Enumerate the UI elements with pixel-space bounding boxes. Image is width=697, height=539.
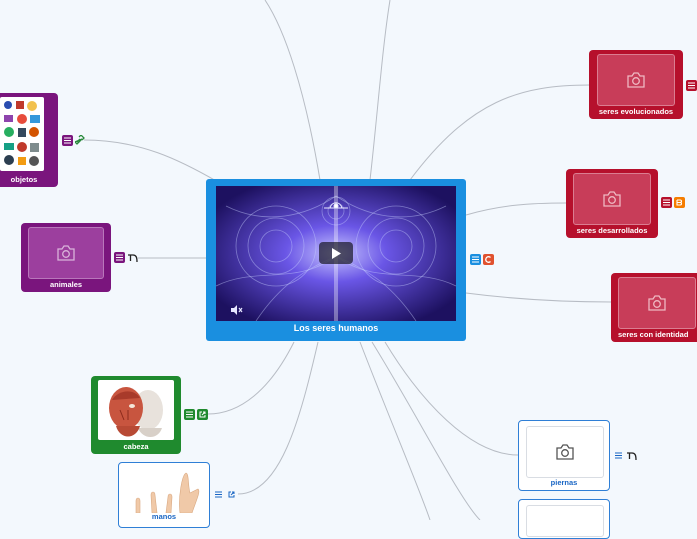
central-topic[interactable]: Los seres humanos (206, 179, 466, 341)
node-label: cabeza (123, 442, 149, 451)
node-piernas[interactable]: piernas (518, 420, 610, 491)
camera-icon (648, 295, 666, 311)
node-seres-identidad[interactable]: seres con identidad (611, 273, 697, 342)
hands-image (126, 467, 202, 513)
image-placeholder (618, 277, 696, 329)
camera-icon (556, 444, 574, 460)
c-badge-icon[interactable] (483, 254, 494, 265)
link-icon[interactable] (75, 135, 86, 146)
note-icon[interactable] (62, 135, 73, 146)
cabeza-icons (184, 409, 208, 420)
connector-objetos (83, 139, 219, 183)
head-image (98, 380, 174, 440)
central-icons (470, 254, 494, 265)
objetos-icons (62, 135, 86, 146)
node-label: seres desarrollados (576, 226, 648, 235)
volume-icon[interactable] (230, 303, 244, 315)
connector-identidad (465, 292, 613, 303)
camera-icon (627, 72, 645, 88)
animales-icons (114, 252, 138, 263)
topic-link-icon[interactable] (127, 252, 138, 263)
connector-piernas (384, 341, 519, 456)
node-partial-bottom[interactable] (518, 499, 610, 539)
node-objetos[interactable]: objetos (0, 93, 58, 187)
note-icon[interactable] (184, 409, 195, 420)
node-label: piernas (550, 478, 578, 487)
connector-desarrollados (465, 202, 567, 216)
connector-top-2 (369, 0, 391, 181)
external-link-icon[interactable] (197, 409, 208, 420)
connector-lines (83, 0, 613, 520)
node-seres-desarrollados[interactable]: seres desarrollados (566, 169, 658, 238)
connector-bottom-2 (371, 341, 481, 520)
topic-link-icon[interactable] (626, 450, 637, 461)
piernas-icons (613, 450, 637, 461)
node-manos[interactable]: manos (118, 462, 210, 528)
note-icon[interactable] (114, 252, 125, 263)
connector-manos (237, 341, 319, 495)
note-icon[interactable] (213, 489, 224, 500)
note-icon[interactable] (661, 197, 672, 208)
image-placeholder (573, 173, 651, 225)
connector-top-1 (264, 0, 321, 181)
node-cabeza[interactable]: cabeza (91, 376, 181, 454)
image-placeholder (526, 426, 604, 478)
connector-cabeza (207, 341, 295, 415)
camera-icon (57, 245, 75, 261)
external-link-icon[interactable] (226, 489, 237, 500)
note-icon[interactable] (613, 450, 624, 461)
play-icon[interactable] (319, 242, 353, 264)
manos-icons (213, 489, 237, 500)
objects-image (0, 97, 44, 171)
image-placeholder (526, 505, 604, 537)
image-placeholder (28, 227, 104, 279)
evolucionados-icons (686, 80, 697, 91)
node-animales[interactable]: animales (21, 223, 111, 292)
desarrollados-icons (661, 197, 685, 208)
node-label: seres evolucionados (598, 107, 674, 116)
node-label: animales (49, 280, 83, 289)
video-thumbnail[interactable] (216, 186, 456, 321)
blogger-icon[interactable] (674, 197, 685, 208)
central-title: Los seres humanos (293, 323, 379, 333)
node-label: seres con identidad (618, 330, 689, 339)
node-label: objetos (10, 175, 38, 184)
note-icon[interactable] (470, 254, 481, 265)
image-placeholder (597, 54, 675, 106)
connector-bottom-1 (359, 341, 431, 520)
node-label: manos (151, 512, 177, 521)
connector-evolucionados (409, 84, 591, 181)
node-seres-evolucionados[interactable]: seres evolucionados (589, 50, 683, 119)
camera-icon (603, 191, 621, 207)
note-icon[interactable] (686, 80, 697, 91)
